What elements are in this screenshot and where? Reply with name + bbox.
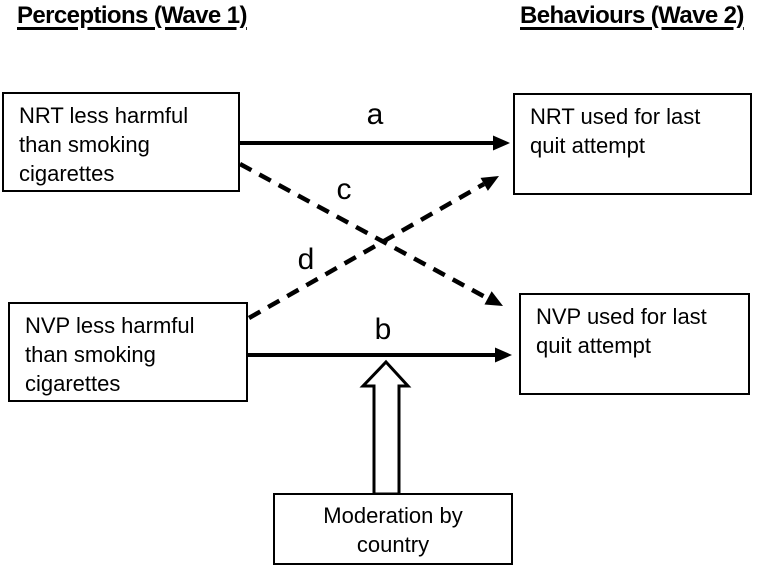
path-label-b: b [374,313,392,346]
box-nvp-perception: NVP less harmful than smoking cigarettes [8,302,248,402]
header-perceptions-wave1: Perceptions (Wave 1) [17,2,247,29]
path-label-d: d [297,243,315,276]
path-b-arrow [248,347,512,363]
path-label-a: a [366,98,384,131]
header-behaviours-wave2: Behaviours (Wave 2) [520,2,744,29]
box-nvp-behaviour: NVP used for last quit attempt [519,293,750,395]
path-a-arrow [240,135,510,151]
box-nrt-behaviour: NRT used for last quit attempt [513,93,752,195]
moderation-block-arrow [359,359,412,496]
box-nrt-perception: NRT less harmful than smoking cigarettes [2,92,240,192]
box-moderation-by-country: Moderation by country [273,493,513,565]
path-c-dashed-arrow [238,162,503,306]
path-label-c: c [336,173,352,206]
